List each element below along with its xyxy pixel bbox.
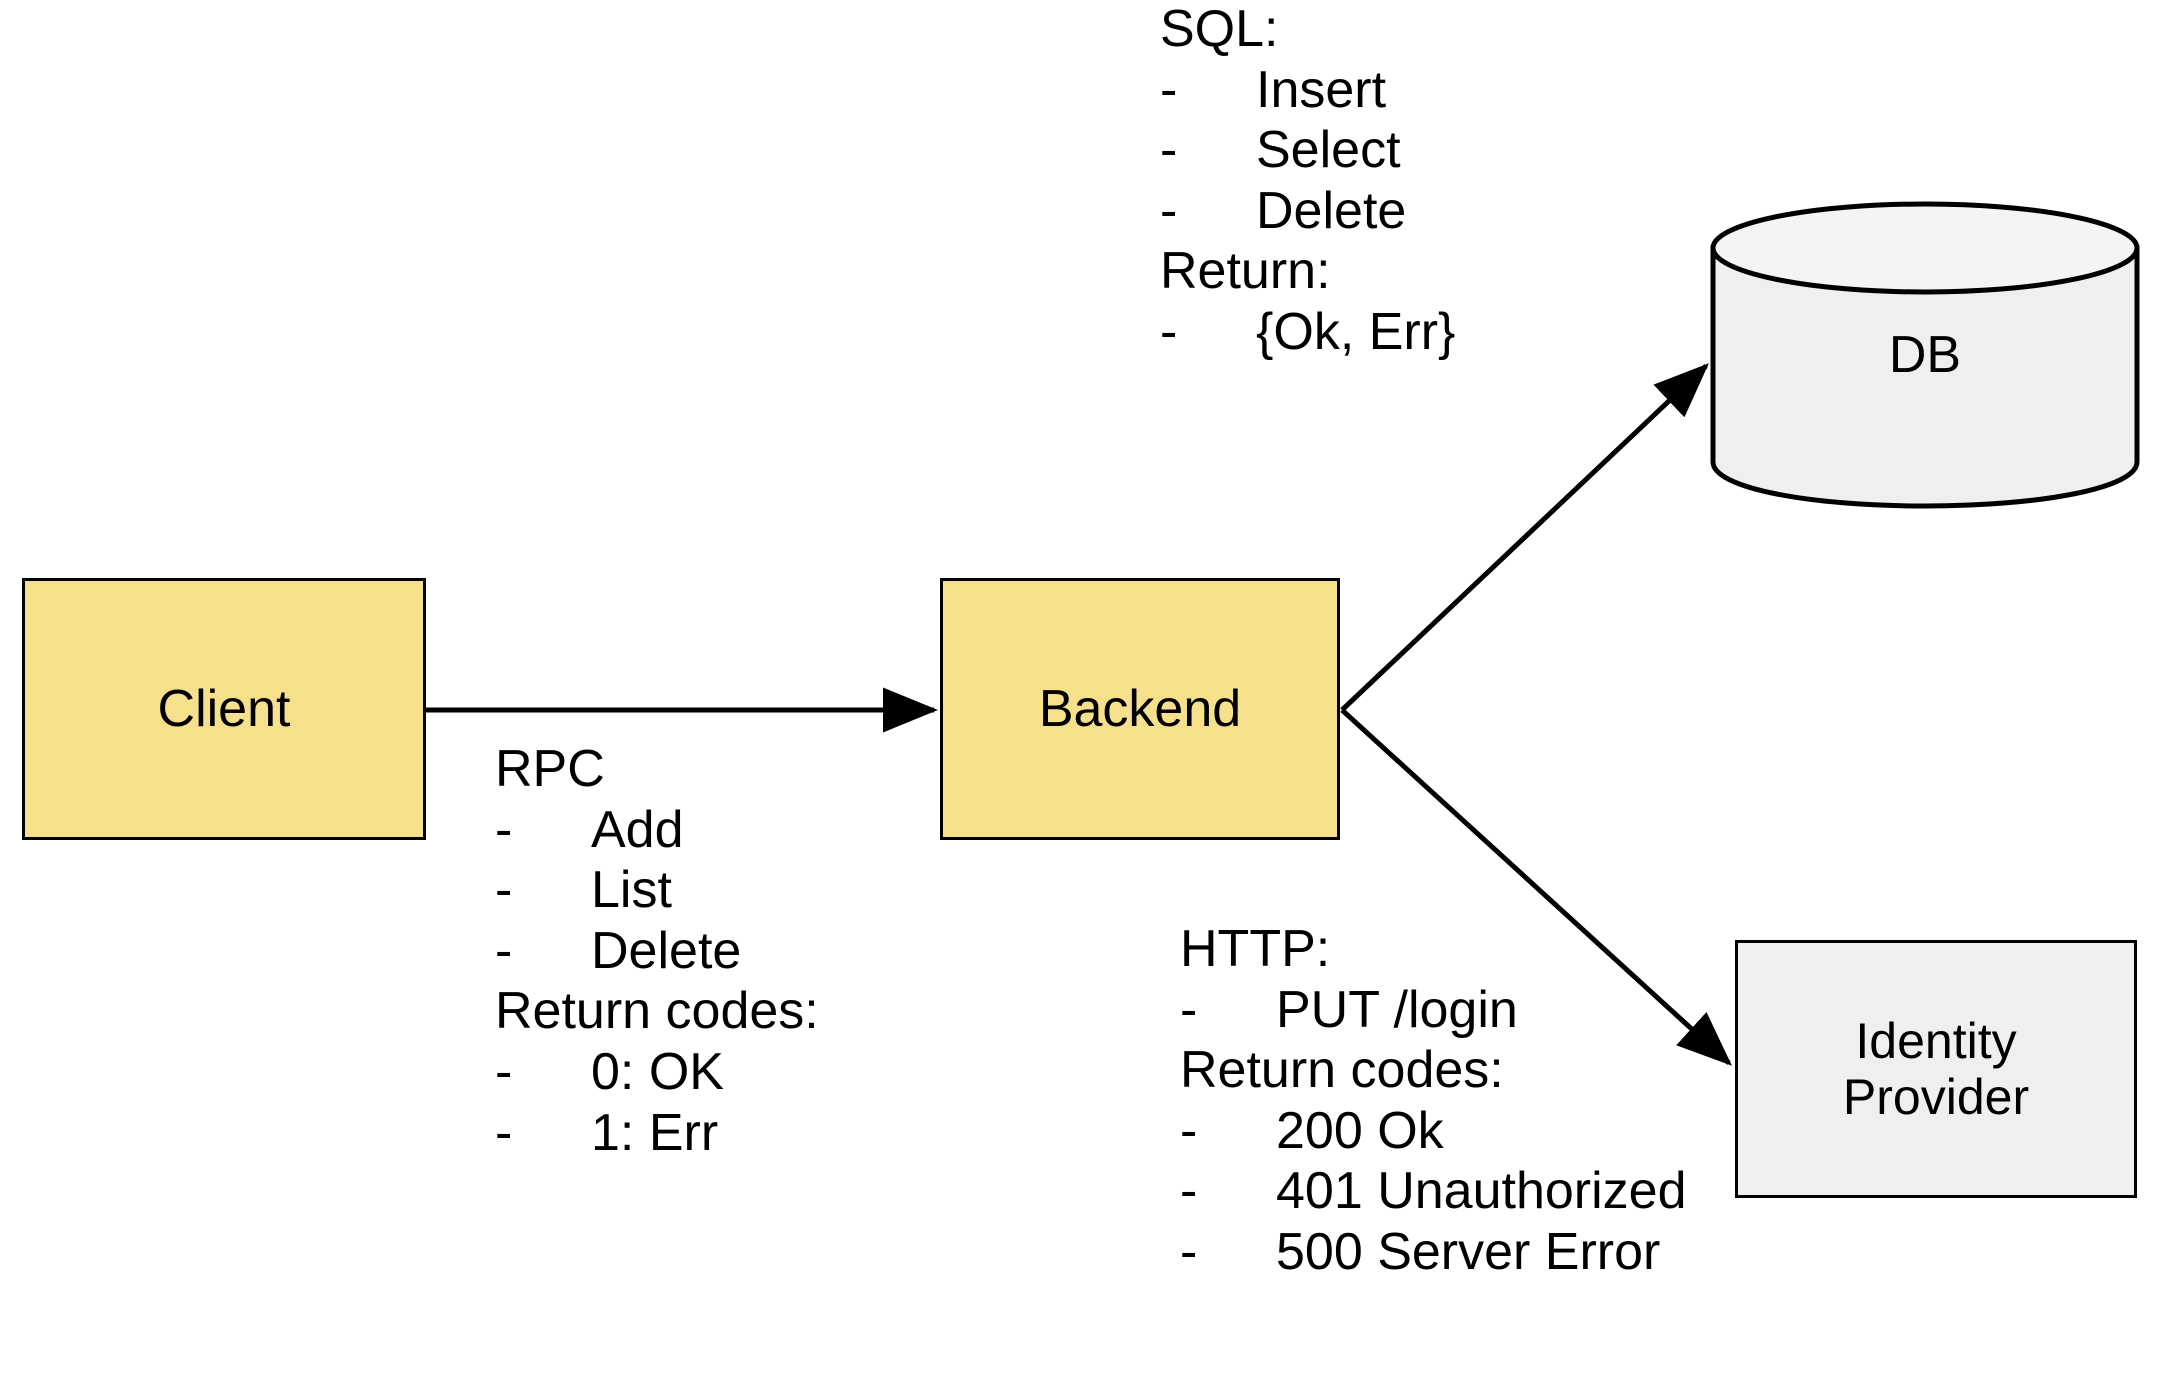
node-db[interactable]: DB: [1710, 198, 2140, 512]
node-idp-label-line1: Identity: [1855, 1013, 2017, 1069]
bullet-dash: -: [495, 921, 513, 980]
annotation-http-return-item-label: 401 Unauthorized: [1276, 1162, 1687, 1221]
annotation-rpc: RPC - Add - List - Delete Return codes: - 0:…: [495, 742, 819, 1160]
database-cylinder-icon: [1710, 201, 2140, 509]
node-client[interactable]: Client: [22, 578, 426, 840]
bullet-dash: -: [495, 1103, 513, 1162]
annotation-sql-item: - Insert: [1160, 60, 1455, 119]
annotation-rpc-return-item-label: 1: Err: [591, 1103, 719, 1162]
node-backend-label: Backend: [1038, 679, 1242, 738]
bullet-dash: -: [1160, 60, 1178, 119]
annotation-rpc-heading: RPC: [495, 740, 605, 798]
bullet-dash: -: [495, 800, 513, 859]
annotation-rpc-return-heading: Return codes:: [495, 982, 819, 1041]
annotation-sql-item-label: Delete: [1256, 181, 1407, 240]
annotation-http-item: - PUT /login: [1180, 980, 1687, 1039]
bullet-dash: -: [1180, 1162, 1198, 1221]
annotation-http-return-item: - 200 Ok: [1180, 1101, 1687, 1160]
bullet-dash: -: [495, 861, 513, 920]
annotation-rpc-return-item-label: 0: OK: [591, 1042, 724, 1101]
annotation-http-return-item: - 500 Server Error: [1180, 1225, 1687, 1280]
node-idp-label-line2: Provider: [1842, 1069, 2030, 1125]
annotation-http: HTTP: -PUT /login Return codes: -200 Ok …: [1180, 922, 1687, 1280]
annotation-rpc-return-item: - 1: Err: [495, 1103, 819, 1162]
node-identity-provider[interactable]: Identity Provider: [1735, 940, 2137, 1198]
annotation-rpc-item-label: Delete: [591, 921, 742, 980]
annotation-rpc-return-item: - 0: OK: [495, 1045, 819, 1100]
annotation-sql-item: - Delete: [1160, 181, 1455, 240]
annotation-http-return-item: - 401 Unauthorized: [1180, 1164, 1687, 1219]
bullet-dash: -: [1180, 1101, 1198, 1160]
annotation-rpc-item-label: Add: [591, 800, 684, 859]
annotation-http-return-heading: Return codes:: [1180, 1041, 1504, 1100]
node-db-label: DB: [1888, 326, 1962, 384]
annotation-rpc-item: - Add: [495, 800, 819, 859]
annotation-http-item-label: PUT /login: [1276, 980, 1518, 1039]
bullet-dash: -: [1160, 121, 1178, 180]
bullet-dash: -: [1180, 1222, 1198, 1281]
annotation-sql-return-item: - {Ok, Err}: [1160, 305, 1455, 360]
annotation-sql-item-label: Select: [1256, 121, 1401, 180]
bullet-dash: -: [1160, 181, 1178, 240]
node-client-label: Client: [157, 679, 291, 738]
annotation-rpc-item-label: List: [591, 861, 672, 920]
annotation-sql-return-item-label: {Ok, Err}: [1256, 302, 1456, 361]
annotation-sql-item: - Select: [1160, 123, 1455, 178]
annotation-sql-item-label: Insert: [1256, 60, 1387, 119]
annotation-http-return-item-label: 500 Server Error: [1276, 1222, 1661, 1281]
annotation-http-return-item-label: 200 Ok: [1276, 1101, 1444, 1160]
node-identity-provider-label: Identity Provider: [1843, 1013, 2029, 1125]
bullet-dash: -: [495, 1042, 513, 1101]
bullet-dash: -: [1180, 980, 1198, 1039]
annotation-sql-heading: SQL:: [1160, 0, 1279, 58]
annotation-rpc-item: - Delete: [495, 921, 819, 980]
annotation-sql-return-heading: Return:: [1160, 242, 1331, 301]
annotation-rpc-item: - List: [495, 863, 819, 918]
edge-backend-to-idp: [1340, 708, 1732, 1066]
node-backend[interactable]: Backend: [940, 578, 1340, 840]
edge-backend-to-db: [1340, 363, 1709, 712]
annotation-http-heading: HTTP:: [1180, 920, 1331, 978]
bullet-dash: -: [1160, 302, 1178, 361]
annotation-sql: SQL: - Insert - Select - Delete Return: - {O…: [1160, 2, 1455, 360]
